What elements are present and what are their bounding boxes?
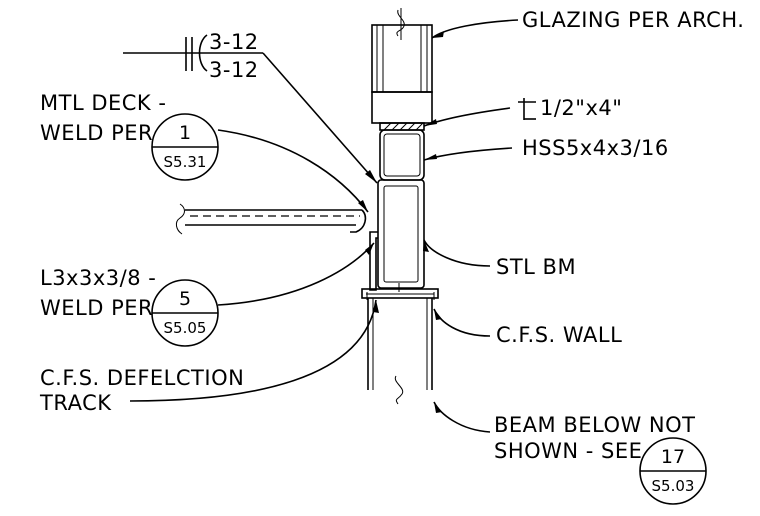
bubble-deck-sheet: S5.31 <box>164 153 207 171</box>
label-beam-below-line1: BEAM BELOW NOT <box>494 413 696 437</box>
glazing-frame <box>371 8 433 124</box>
label-hss: HSS5x4x3/16 <box>522 136 669 160</box>
hss-tube <box>379 129 425 181</box>
steel-beam <box>377 179 425 289</box>
bubble-beam-below-number: 17 <box>661 446 685 468</box>
label-angle-line2: WELD PER <box>40 296 153 320</box>
plate-hatch <box>383 122 424 131</box>
label-track-line2: TRACK <box>39 391 112 415</box>
label-beam-below-line2: SHOWN - SEE <box>494 439 642 463</box>
bubble-angle-sheet: S5.05 <box>164 319 207 337</box>
steel-angle <box>369 231 378 291</box>
weld-symbol: 3-12 3-12 <box>123 30 378 184</box>
bubble-deck-number: 1 <box>179 122 191 144</box>
leader-lines <box>129 19 519 433</box>
bubble-angle-number: 5 <box>179 288 191 310</box>
detail-bubble-deck[interactable]: 1 S5.31 <box>151 113 219 181</box>
label-track-line1: C.F.S. DEFELCTION <box>40 366 244 390</box>
label-mtl-deck-line2: WELD PER <box>40 121 153 145</box>
label-angle-line1: L3x3x3/8 - <box>40 266 156 290</box>
deflection-track <box>361 283 439 300</box>
cfs-wall <box>367 298 433 405</box>
detail-bubble-angle[interactable]: 5 S5.05 <box>151 279 219 347</box>
weld-size-top: 3-12 <box>209 30 259 54</box>
metal-deck <box>175 203 367 235</box>
label-cfs-wall: C.F.S. WALL <box>496 323 622 347</box>
bubble-beam-below-sheet: S5.03 <box>652 477 695 495</box>
detail-bubble-beam-below[interactable]: 17 S5.03 <box>639 437 707 505</box>
label-glazing: GLAZING PER ARCH. <box>522 8 744 32</box>
label-plate: 1/2"x4" <box>540 96 622 120</box>
label-stl-bm: STL BM <box>496 255 576 279</box>
label-mtl-deck-line1: MTL DECK - <box>40 91 166 115</box>
plate-symbol-icon <box>518 98 536 120</box>
weld-size-bottom: 3-12 <box>209 58 259 82</box>
